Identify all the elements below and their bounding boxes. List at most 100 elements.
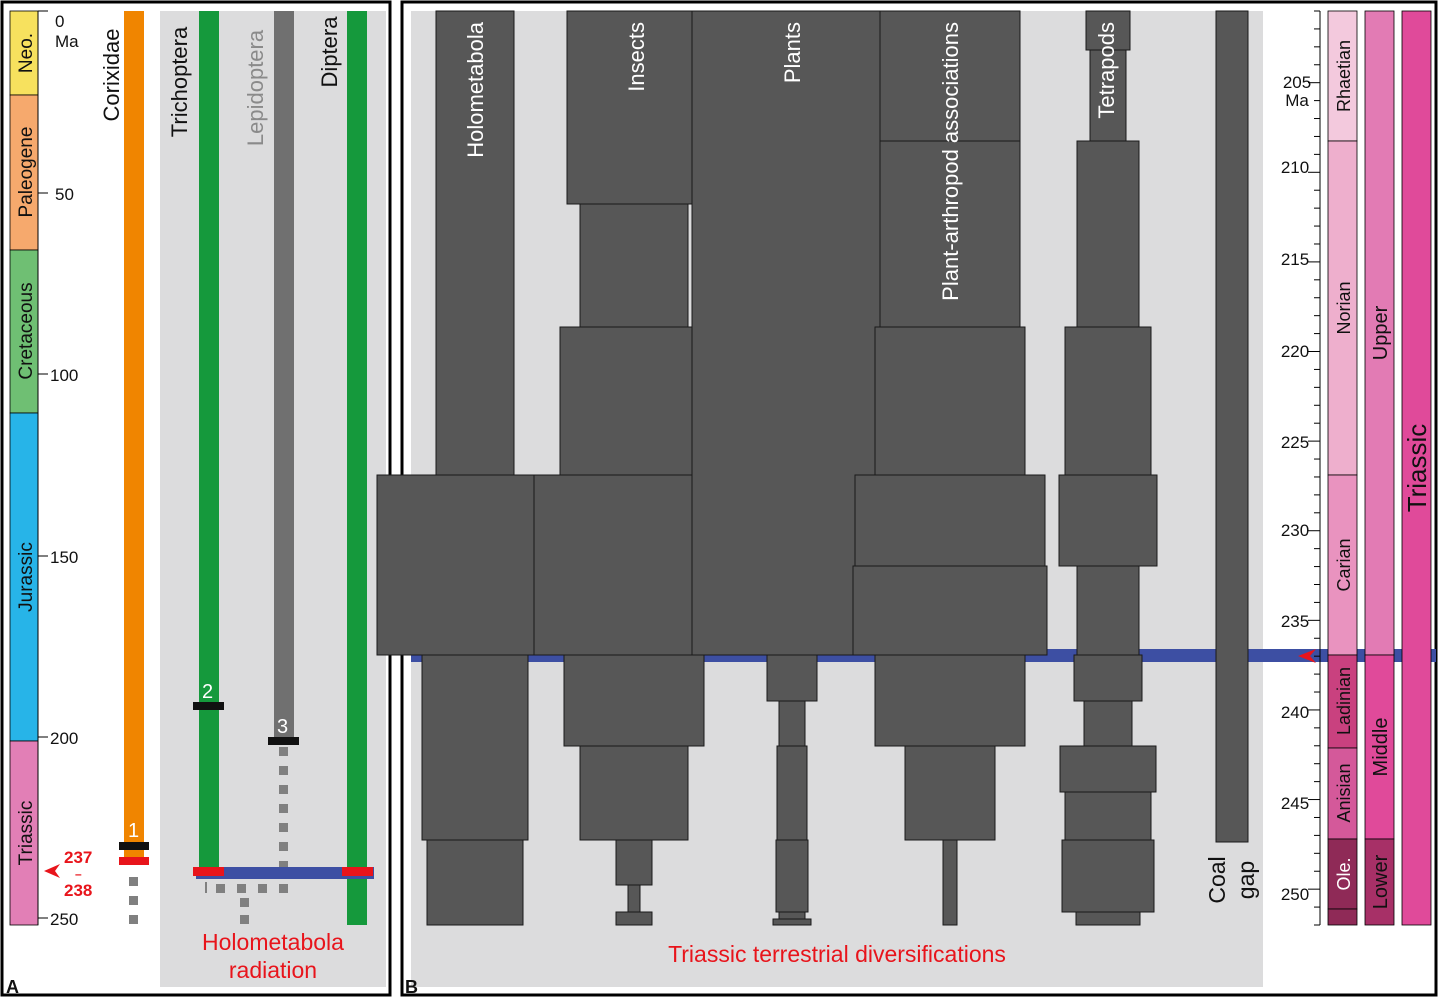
age-tick-label: 215 (1281, 250, 1309, 269)
epoch-lower (1364, 838, 1395, 926)
taxon-range-bar (199, 11, 219, 873)
diversity-bar-tetrapods (1076, 140, 1140, 328)
column-label: Plants (780, 22, 805, 83)
age-unit: Ma (1285, 91, 1309, 110)
diversity-bar-tetrapods (1058, 474, 1158, 567)
column-label: Holometabola (463, 21, 488, 158)
age-tick-label: 220 (1281, 342, 1309, 361)
panel-a: Neo. Paleogene Cretaceous Jurassic Trias… (0, 0, 392, 997)
stage-carian (1327, 474, 1358, 656)
diversity-bar-tetrapods (1064, 791, 1152, 841)
radiation-caption: Holometabola (202, 929, 344, 955)
taxon-lepidoptera: Lepidoptera 3 (205, 11, 299, 924)
column-label: Tetrapods (1094, 22, 1119, 119)
epoch-middle (1364, 654, 1395, 840)
marker-number: 3 (277, 716, 288, 738)
diversification-caption: Triassic terrestrial diversifications (668, 941, 1006, 967)
diversity-bar-holometabola (426, 839, 524, 926)
diversity-bar-plants (766, 654, 818, 702)
event-age: 237 (64, 848, 92, 867)
diversity-bar-plants (772, 918, 812, 926)
epoch-upper (1364, 10, 1395, 656)
period-column: Neo. Paleogene Cretaceous Jurassic Trias… (9, 10, 39, 926)
diversity-bar-tetrapods (1083, 700, 1133, 747)
taxon-corixidae: Corixidae 1 (99, 11, 149, 924)
period-label-b: Triassic (1402, 424, 1432, 513)
taxon-label: Diptera (317, 16, 342, 88)
stage-label: Ladinian (1334, 667, 1354, 735)
panel-b: Holometabola Insects Plants Plant-arthro… (376, 0, 1438, 997)
diversity-bar-holometabola (421, 654, 529, 841)
epoch-label: Upper (1370, 305, 1392, 360)
age-tick-label: 0 (55, 12, 64, 31)
diversity-bar-tetrapods (1073, 654, 1143, 702)
origin-marker (193, 867, 224, 876)
taxon-range-bar (347, 11, 367, 925)
diversity-bar-tetrapods (1064, 326, 1152, 476)
stage-label: Rhaetian (1334, 40, 1354, 112)
period-triassic (9, 740, 39, 926)
taxon-label: Trichoptera (167, 26, 192, 137)
age-unit: Ma (55, 32, 79, 51)
stage-rhaetian (1327, 10, 1358, 142)
age-axis-a: 0 Ma 50 100 150 200 250 (37, 10, 79, 929)
diversity-bar-coal-gap (1215, 10, 1249, 843)
diversity-bar-insects (559, 326, 709, 476)
diversity-bar-insects (563, 654, 705, 747)
age-tick-label: 240 (1281, 703, 1309, 722)
diversity-bar-plant-arthropod (874, 654, 1026, 747)
taxon-label: Corixidae (99, 29, 124, 122)
diversity-bar-plant-arthropod (879, 10, 1021, 142)
marker-number: 1 (128, 820, 139, 842)
panel-letter: B (405, 977, 418, 997)
period-label: Jurassic (16, 542, 37, 612)
diversity-bar-holometabola (435, 10, 515, 476)
age-tick-label: 245 (1281, 794, 1309, 813)
period-triassic-b (1401, 10, 1432, 926)
age-tick-label: 205 (1283, 73, 1311, 92)
period-neogene (9, 10, 39, 96)
epoch-column (1364, 10, 1395, 926)
stage-label: Ole. (1334, 857, 1354, 890)
ghost-lineage (216, 747, 288, 924)
diversity-bar-plants (778, 911, 806, 920)
diversity-bar-insects (579, 203, 689, 328)
age-tick-label: 225 (1281, 433, 1309, 452)
diversity-bar-plants (775, 839, 809, 913)
diversity-bar-tetrapods (1076, 565, 1140, 656)
epoch-label: Middle (1370, 718, 1392, 777)
period-label: Paleogene (16, 127, 37, 218)
coal-gap-label: Coal (1204, 856, 1230, 903)
stage-induan (1327, 908, 1358, 926)
panel-letter: A (6, 977, 19, 997)
period-label: Cretaceous (16, 282, 37, 379)
diversity-bar-plant-arthropod (879, 140, 1021, 328)
red-arrow-icon (44, 864, 60, 878)
radiation-caption: radiation (229, 957, 317, 983)
diversity-bar-insects (615, 911, 653, 926)
age-tick-label: 210 (1281, 158, 1309, 177)
stage-column (1327, 10, 1358, 926)
stage-label: Anisian (1334, 763, 1354, 822)
taxon-trichoptera: Trichoptera 2 (167, 11, 224, 876)
age-tick-label: 235 (1281, 612, 1309, 631)
diversity-bar-insects (627, 884, 641, 913)
age-tick-label: 50 (55, 185, 74, 204)
age-tick-label: 250 (50, 910, 78, 929)
event-age: – (75, 867, 82, 881)
age-tick-label: 250 (1281, 885, 1309, 904)
stage-norian (1327, 140, 1358, 476)
diversity-bar-tetrapods (1075, 911, 1141, 926)
taxon-range-bar (274, 11, 294, 739)
period-paleogene (9, 94, 39, 251)
ghost-range-dash (129, 877, 138, 886)
age-tick-label: 230 (1281, 521, 1309, 540)
diversity-bar-plant-arthropod (874, 326, 1026, 476)
diversity-bar-tetrapods (1059, 745, 1157, 793)
stage-olenekian (1327, 838, 1358, 910)
taxon-range-bar (124, 11, 144, 861)
first-occurrence-marker (268, 737, 299, 745)
taxon-diptera: Diptera (317, 11, 373, 925)
taxon-label: Lepidoptera (243, 29, 268, 146)
